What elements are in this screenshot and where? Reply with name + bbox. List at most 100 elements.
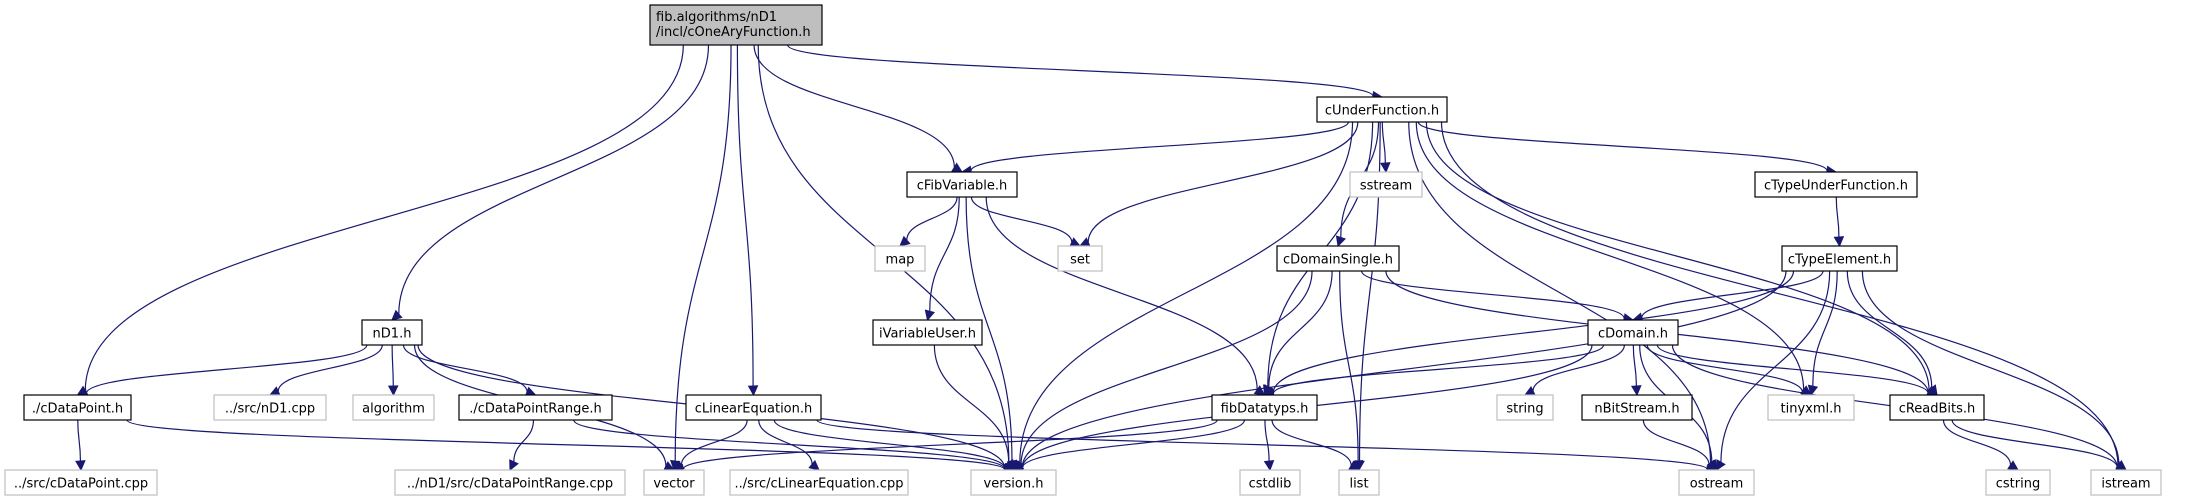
node-map-label: map: [886, 253, 915, 268]
edge-cReadBits-to-istream: [1951, 419, 2118, 468]
node-sstream-box: [1349, 171, 1423, 198]
node-nBitStream-box: [1581, 394, 1693, 421]
edge-root-to-cUnderFunction: [787, 44, 1374, 97]
edge-cFibVariable-to-iVariableUser: [929, 196, 960, 312]
node-cstdlib-box: [1239, 469, 1301, 496]
node-fibDatatyps[interactable]: fibDatatyps.h: [1211, 394, 1318, 421]
node-cDataPoint[interactable]: ./cDataPoint.h: [23, 394, 132, 421]
node-nBitStream[interactable]: nBitStream.h: [1581, 394, 1693, 421]
edge-cDomainSingle-to-list: [1339, 270, 1359, 462]
node-cDomain[interactable]: cDomain.h: [1587, 319, 1679, 346]
edge-root-to-cFibVariable: [753, 44, 955, 168]
node-set: set: [1057, 245, 1103, 272]
node-cstdlib: cstdlib: [1239, 469, 1301, 496]
node-list-box: [1338, 469, 1380, 496]
node-list: list: [1338, 469, 1380, 496]
node-cFibVariable-box: [906, 171, 1018, 198]
arrowhead-tinyxml: [1807, 384, 1819, 397]
node-root-box: [649, 4, 823, 46]
node-cReadBits[interactable]: cReadBits.h: [1889, 394, 1985, 421]
node-cDataPointRangecpp-box: [394, 469, 626, 496]
edge-nD1-to-cDataPointRange: [402, 344, 528, 392]
node-ostream: ostream: [1678, 469, 1755, 496]
arrowhead-sstream: [1380, 162, 1391, 174]
node-nD1-label: nD1.h: [373, 327, 412, 342]
node-cDomainSingle[interactable]: cDomainSingle.h: [1276, 245, 1400, 272]
node-cDataPointRange-label: ./cDataPointRange.h: [469, 402, 602, 417]
node-cDataPointcpp: ../src/cDataPoint.cpp: [4, 469, 158, 496]
edge-nD1-to-cDataPoint: [85, 344, 368, 394]
node-cDataPoint-box: [23, 394, 132, 421]
edge-nBitStream-to-ostream: [1642, 419, 1710, 466]
edge-cFibVariable-to-set: [970, 196, 1073, 243]
node-iVariableUser[interactable]: iVariableUser.h: [872, 319, 983, 346]
node-nD1cpp-label: ../src/nD1.cpp: [225, 402, 315, 417]
node-istream: istream: [2090, 469, 2162, 496]
node-cDomain-box: [1587, 319, 1679, 346]
node-version-box: [970, 469, 1057, 496]
node-map: map: [874, 245, 926, 272]
node-istream-box: [2090, 469, 2162, 496]
arrowhead-cDataPointRangecpp: [509, 459, 519, 472]
edge-cTypeElement-to-version: [1021, 270, 1787, 468]
node-string-label: string: [1506, 402, 1543, 417]
edge-cLinearEquation-to-ostream: [816, 419, 1709, 471]
node-cFibVariable[interactable]: cFibVariable.h: [906, 171, 1018, 198]
node-cTypeElement[interactable]: cTypeElement.h: [1781, 245, 1898, 272]
edge-cTypeElement-to-ostream: [1720, 270, 1831, 463]
node-cDataPointRange[interactable]: ./cDataPointRange.h: [458, 394, 613, 421]
node-cstdlib-label: cstdlib: [1249, 477, 1292, 492]
node-cReadBits-box: [1889, 394, 1985, 421]
edge-cTypeUnderFunction-to-cTypeElement: [1835, 196, 1840, 238]
node-cDataPointRangecpp: ../nD1/src/cDataPointRange.cpp: [394, 469, 626, 496]
node-cTypeUnderFunction[interactable]: cTypeUnderFunction.h: [1754, 171, 1918, 198]
edge-root-to-vector: [674, 44, 732, 462]
node-cDomainSingle-box: [1276, 245, 1400, 272]
arrowhead-cstdlib: [1263, 460, 1275, 472]
edge-cUnderFunction-to-ostream: [1408, 121, 1712, 464]
node-cUnderFunction-box: [1316, 96, 1448, 123]
node-cUnderFunction[interactable]: cUnderFunction.h: [1316, 96, 1448, 123]
node-nBitStream-label: nBitStream.h: [1594, 402, 1679, 417]
edge-cUnderFunction-to-cFibVariable: [970, 121, 1349, 172]
arrowhead-map: [899, 235, 911, 247]
node-nD1cpp: ../src/nD1.cpp: [213, 394, 327, 421]
node-algorithm-box: [352, 394, 435, 421]
node-cLinearEquation[interactable]: cLinearEquation.h: [685, 394, 822, 421]
node-cDataPoint-label: ./cDataPoint.h: [32, 402, 123, 417]
arrowhead-cDataPointcpp: [75, 460, 86, 472]
edge-cUnderFunction-to-sstream: [1381, 121, 1386, 164]
node-root[interactable]: fib.algorithms/nD1/incl/cOneAryFunction.…: [649, 4, 823, 46]
edge-iVariableUser-to-version: [933, 344, 1010, 463]
edge-cUnderFunction-to-version: [1019, 121, 1354, 464]
edge-cLinearEquation-to-cLinearEquationcpp: [758, 419, 813, 465]
node-cDomainSingle-label: cDomainSingle.h: [1283, 253, 1393, 268]
edge-nD1-to-algorithm: [391, 344, 394, 387]
edge-cDomainSingle-to-fibDatatyps: [1268, 270, 1333, 388]
edge-cDataPoint-to-version: [126, 419, 1006, 471]
edge-fibDatatyps-to-version: [1021, 419, 1246, 469]
node-cDataPointcpp-label: ../src/cDataPoint.cpp: [14, 477, 148, 492]
node-cReadBits-label: cReadBits.h: [1899, 402, 1976, 417]
edge-cDataPoint-to-cDataPointcpp: [77, 419, 82, 462]
node-vector-box: [643, 469, 705, 496]
edge-cLinearEquation-to-version: [773, 419, 1006, 469]
node-map-box: [874, 245, 926, 272]
edge-cUnderFunction-to-set: [1087, 121, 1359, 243]
node-nD1[interactable]: nD1.h: [361, 319, 423, 346]
edge-cUnderFunction-to-cReadBits: [1425, 121, 1930, 391]
arrowhead-cTypeElement: [1833, 236, 1845, 248]
arrowhead-iVariableUser: [924, 309, 936, 322]
node-nD1cpp-box: [213, 394, 327, 421]
edge-fibDatatyps-to-vector: [682, 419, 1218, 470]
node-algorithm: algorithm: [352, 394, 435, 421]
node-iVariableUser-label: iVariableUser.h: [879, 327, 976, 342]
node-cTypeElement-box: [1781, 245, 1898, 272]
arrowhead-cFibVariable: [951, 162, 963, 173]
node-cLinearEquationcpp-label: ../src/cLinearEquation.cpp: [735, 477, 904, 492]
node-tinyxml: tinyxml.h: [1767, 394, 1855, 421]
node-string: string: [1496, 394, 1554, 421]
node-ostream-box: [1678, 469, 1755, 496]
node-cDataPointRange-box: [458, 394, 613, 421]
